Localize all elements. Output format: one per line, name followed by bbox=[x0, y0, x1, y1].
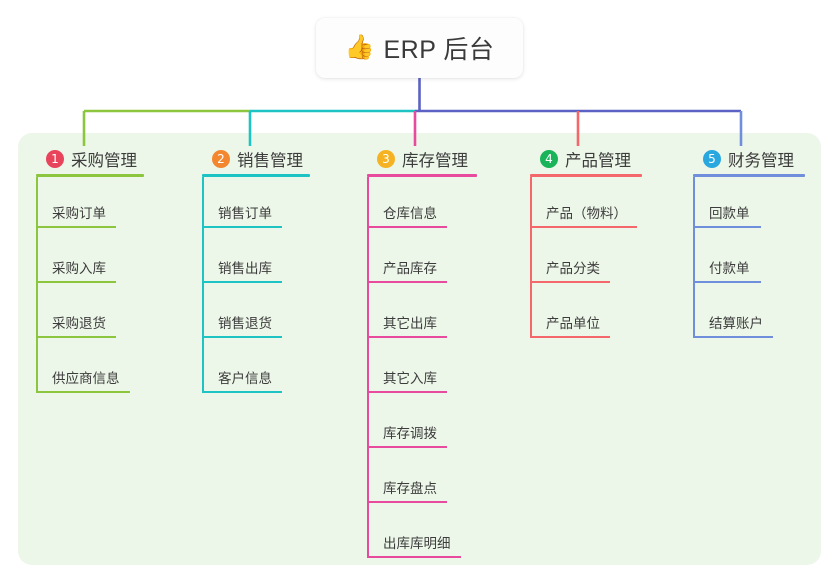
branch-item-label: 销售退货 bbox=[218, 316, 272, 331]
root-title: ERP 后台 bbox=[383, 36, 495, 64]
branch-item[interactable]: 产品分类 bbox=[530, 249, 610, 283]
branch-item-label: 结算账户 bbox=[709, 316, 763, 331]
branch-item-label: 产品库存 bbox=[383, 261, 437, 276]
branch-item-label: 库存盘点 bbox=[383, 481, 437, 496]
branch-item[interactable]: 其它入库 bbox=[367, 359, 447, 393]
branch-header-1[interactable]: 1 采购管理 bbox=[36, 146, 196, 172]
branch-header-2[interactable]: 2 销售管理 bbox=[202, 146, 362, 172]
branch-item-underline bbox=[367, 226, 447, 228]
branch-item-underline bbox=[693, 226, 761, 228]
branch-title-2: 销售管理 bbox=[237, 152, 303, 170]
branch-item-underline bbox=[202, 226, 282, 228]
thumbs-up-icon: 👍 bbox=[344, 34, 375, 61]
branch-item[interactable]: 结算账户 bbox=[693, 304, 773, 338]
branch-spine-3 bbox=[367, 177, 369, 558]
branch-item-label: 产品分类 bbox=[546, 261, 600, 276]
branch-spine-5 bbox=[693, 177, 695, 338]
branch-item[interactable]: 采购订单 bbox=[36, 194, 116, 228]
branch-badge-1: 1 bbox=[46, 150, 64, 168]
branch-item-underline bbox=[202, 391, 282, 393]
branch-title-5: 财务管理 bbox=[728, 152, 794, 170]
root-node[interactable]: 👍 ERP 后台 bbox=[316, 18, 523, 78]
branch-title-1: 采购管理 bbox=[71, 152, 137, 170]
branch-item[interactable]: 采购退货 bbox=[36, 304, 116, 338]
branch-item[interactable]: 销售退货 bbox=[202, 304, 282, 338]
branch-title-4: 产品管理 bbox=[565, 152, 631, 170]
branch-underline-5 bbox=[693, 174, 805, 177]
branch-item[interactable]: 回款单 bbox=[693, 194, 761, 228]
branch-item[interactable]: 产品（物料） bbox=[530, 194, 637, 228]
branch-item-label: 产品单位 bbox=[546, 316, 600, 331]
branch-item-underline bbox=[36, 281, 116, 283]
branch-item[interactable]: 产品单位 bbox=[530, 304, 610, 338]
branch-item-label: 出库库明细 bbox=[383, 536, 451, 551]
branch-item[interactable]: 产品库存 bbox=[367, 249, 447, 283]
branch-item[interactable]: 供应商信息 bbox=[36, 359, 130, 393]
branch-item-underline bbox=[367, 446, 447, 448]
branch-item-underline bbox=[693, 336, 773, 338]
branch-item[interactable]: 出库库明细 bbox=[367, 524, 461, 558]
branch-title-3: 库存管理 bbox=[402, 152, 468, 170]
branch-header-4[interactable]: 4 产品管理 bbox=[530, 146, 690, 172]
branch-item-underline bbox=[202, 336, 282, 338]
branch-badge-3: 3 bbox=[377, 150, 395, 168]
branch-spine-4 bbox=[530, 177, 532, 338]
branch-item[interactable]: 其它出库 bbox=[367, 304, 447, 338]
branch-item[interactable]: 仓库信息 bbox=[367, 194, 447, 228]
branch-item-underline bbox=[530, 226, 637, 228]
branch-item-label: 付款单 bbox=[709, 261, 750, 276]
branch-item-label: 供应商信息 bbox=[52, 371, 120, 386]
branch-item[interactable]: 采购入库 bbox=[36, 249, 116, 283]
branch-item-underline bbox=[693, 281, 761, 283]
branch-item[interactable]: 销售出库 bbox=[202, 249, 282, 283]
branch-badge-2: 2 bbox=[212, 150, 230, 168]
branch-spine-2 bbox=[202, 177, 204, 393]
branch-header-3[interactable]: 3 库存管理 bbox=[367, 146, 527, 172]
branch-item[interactable]: 库存盘点 bbox=[367, 469, 447, 503]
branch-item[interactable]: 付款单 bbox=[693, 249, 761, 283]
branch-item-underline bbox=[367, 281, 447, 283]
branch-item-label: 采购退货 bbox=[52, 316, 106, 331]
branch-item-underline bbox=[530, 281, 610, 283]
branch-item-underline bbox=[36, 226, 116, 228]
branch-item[interactable]: 库存调拨 bbox=[367, 414, 447, 448]
branch-header-5[interactable]: 5 财务管理 bbox=[693, 146, 839, 172]
branch-item-label: 采购入库 bbox=[52, 261, 106, 276]
branch-item-underline bbox=[530, 336, 610, 338]
diagram-panel bbox=[18, 133, 821, 565]
branch-underline-2 bbox=[202, 174, 310, 177]
branch-item-label: 库存调拨 bbox=[383, 426, 437, 441]
branch-item-underline bbox=[36, 336, 116, 338]
branch-badge-5: 5 bbox=[703, 150, 721, 168]
branch-underline-3 bbox=[367, 174, 477, 177]
branch-spine-1 bbox=[36, 177, 38, 393]
branch-item[interactable]: 销售订单 bbox=[202, 194, 282, 228]
branch-item-underline bbox=[367, 336, 447, 338]
branch-item-label: 产品（物料） bbox=[546, 206, 627, 221]
branch-underline-4 bbox=[530, 174, 642, 177]
branch-item[interactable]: 客户信息 bbox=[202, 359, 282, 393]
branch-column-4: 4 产品管理产品（物料） 产品分类产品单位 bbox=[530, 146, 690, 338]
branch-item-underline bbox=[36, 391, 130, 393]
branch-column-5: 5 财务管理回款单付款单结算账户 bbox=[693, 146, 839, 338]
branch-item-label: 销售订单 bbox=[218, 206, 272, 221]
branch-item-underline bbox=[367, 556, 461, 558]
branch-underline-1 bbox=[36, 174, 144, 177]
branch-item-underline bbox=[367, 391, 447, 393]
branch-column-2: 2 销售管理销售订单销售出库销售退货客户信息 bbox=[202, 146, 362, 393]
branch-badge-4: 4 bbox=[540, 150, 558, 168]
branch-item-label: 回款单 bbox=[709, 206, 750, 221]
branch-column-3: 3 库存管理仓库信息产品库存其它出库其它入库库存调拨库存盘点出库库明细 bbox=[367, 146, 527, 558]
branch-column-1: 1 采购管理采购订单采购入库采购退货供应商信息 bbox=[36, 146, 196, 393]
branch-item-label: 仓库信息 bbox=[383, 206, 437, 221]
branch-item-label: 采购订单 bbox=[52, 206, 106, 221]
branch-item-label: 其它出库 bbox=[383, 316, 437, 331]
branch-item-label: 其它入库 bbox=[383, 371, 437, 386]
branch-item-underline bbox=[202, 281, 282, 283]
branch-item-label: 客户信息 bbox=[218, 371, 272, 386]
branch-item-label: 销售出库 bbox=[218, 261, 272, 276]
branch-item-underline bbox=[367, 501, 447, 503]
